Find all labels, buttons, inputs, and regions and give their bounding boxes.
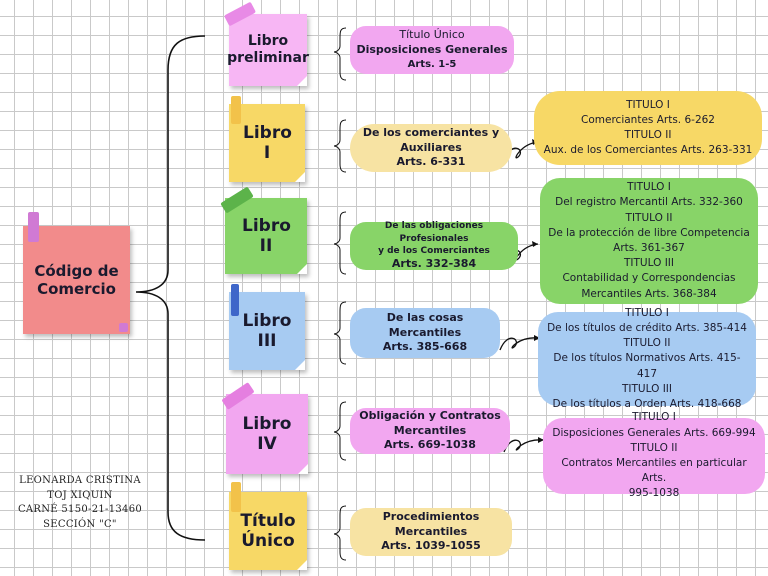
summary-5-line-0: Procedimientos: [382, 509, 480, 523]
detail-1-line-1: Del registro Mercantil Arts. 332-360: [555, 196, 743, 209]
detail-box-3: TITULO I Disposiciones Generales Arts. 6…: [543, 411, 765, 499]
book-label-2: Libro II: [242, 215, 291, 256]
detail-1-line-6: Contabilidad y Correspondencias: [562, 272, 736, 285]
bracket-3: [333, 301, 347, 365]
root-note: Código de Comercio: [23, 212, 130, 334]
arrow-3: [499, 337, 541, 351]
book-note-5: Título Único: [229, 482, 307, 570]
bracket-2: [333, 211, 347, 275]
book-fold-0: [297, 76, 307, 86]
summary-2-line-2: Arts. 332-384: [391, 256, 477, 270]
summary-pill-5: Procedimientos Mercantiles Arts. 1039-10…: [350, 508, 512, 556]
root-label: Código de Comercio: [34, 262, 119, 298]
detail-2-line-1: De los títulos de crédito Arts. 385-414: [547, 321, 747, 334]
root-brace: [135, 35, 206, 541]
author-line-2: CARNÉ 5150-21-13460: [17, 504, 143, 515]
book-note-4: Libro IV: [221, 382, 308, 474]
book-tape-3: [231, 284, 239, 316]
detail-0-line-3: Aux. de los Comerciantes Arts. 263-331: [543, 144, 753, 157]
detail-box-2: TITULO I De los títulos de crédito Arts.…: [538, 307, 756, 410]
summary-4-line-1: Mercantiles: [393, 423, 467, 437]
summary-2-line-1: y de los Comerciantes: [378, 245, 490, 256]
detail-1-line-0: TITULO I: [627, 181, 671, 194]
book-fold-5: [297, 560, 307, 570]
summary-1-line-1: Auxiliares: [400, 140, 462, 154]
detail-3-line-0: TITULO I: [632, 411, 676, 424]
detail-0-line-1: Comerciantes Arts. 6-262: [581, 113, 715, 126]
author-line-1: TOJ XIQUIN: [47, 489, 113, 501]
book-tape-1: [231, 96, 241, 124]
arrow-4: [503, 439, 545, 453]
detail-2-line-2: TITULO II: [623, 337, 671, 350]
book-note-3: Libro III: [229, 284, 305, 370]
book-label-0: Libro preliminar: [227, 33, 309, 66]
bracket-5: [333, 505, 347, 561]
summary-3-line-1: Mercantiles: [388, 325, 462, 339]
root-corner-tape: [119, 323, 128, 332]
detail-3-line-3: Contratos Mercantiles en particular Arts…: [561, 457, 747, 485]
author-line-0: LEONARDA CRISTINA: [19, 475, 141, 486]
detail-2-line-5: De los títulos a Orden Arts. 418-668: [552, 398, 742, 411]
book-label-4: Libro IV: [242, 413, 292, 454]
summary-5-line-1: Mercantiles: [394, 524, 468, 538]
author-block: LEONARDA CRISTINA TOJ XIQUIN CARNÉ 5150-…: [14, 474, 146, 532]
book-note-0: Libro preliminar: [223, 1, 309, 86]
arrowhead-4: [538, 437, 544, 443]
summary-2-line-0: De las obligaciones Profesionales: [384, 221, 484, 244]
summary-pill-3: De las cosas Mercantiles Arts. 385-668: [350, 308, 500, 358]
summary-0-line-0: Título Único: [399, 28, 465, 42]
summary-1-line-0: De los comerciantes y: [362, 125, 500, 139]
detail-box-1: TITULO I Del registro Mercantil Arts. 33…: [540, 178, 758, 304]
book-fold-2: [297, 264, 307, 274]
summary-pill-2: De las obligaciones Profesionales y de l…: [350, 221, 518, 270]
detail-0-line-2: TITULO II: [624, 129, 672, 141]
detail-2-line-0: TITULO I: [625, 306, 669, 319]
book-label-3: Libro III: [242, 310, 292, 351]
summary-0-line-1: Disposiciones Generales: [356, 43, 508, 57]
summary-1-line-2: Arts. 6-331: [396, 155, 466, 169]
summary-pill-0: Título Único Disposiciones Generales Art…: [350, 26, 514, 74]
book-fold-4: [298, 464, 308, 474]
root-tape: [28, 212, 39, 242]
bracket-1: [333, 119, 347, 173]
summary-3-line-0: De las cosas: [386, 310, 464, 324]
author-line-3: SECCIÓN "C": [43, 518, 117, 530]
bracket-4: [333, 401, 347, 461]
summary-4-line-0: Obligación y Contratos: [359, 408, 501, 422]
book-label-5: Título Único: [240, 510, 296, 551]
detail-box-0: TITULO I Comerciantes Arts. 6-262 TITULO…: [534, 91, 762, 165]
summary-0-line-2: Arts. 1-5: [407, 59, 457, 71]
detail-3-line-2: TITULO II: [630, 441, 678, 454]
book-fold-3: [295, 360, 305, 370]
summary-pill-4: Obligación y Contratos Mercantiles Arts.…: [350, 408, 510, 454]
arrowhead-2: [532, 241, 538, 247]
detail-2-line-4: TITULO III: [622, 382, 672, 395]
detail-0-line-0: TITULO I: [626, 98, 670, 111]
book-note-1: Libro I: [229, 96, 305, 182]
book-label-1: Libro I: [243, 122, 292, 163]
detail-1-line-7: Mercantiles Arts. 368-384: [581, 287, 717, 300]
arrowhead-3: [534, 335, 540, 341]
summary-pill-1: De los comerciantes y Auxiliares Arts. 6…: [350, 124, 512, 172]
summary-5-line-2: Arts. 1039-1055: [381, 539, 481, 553]
detail-1-line-5: TITULO III: [624, 257, 674, 270]
detail-3-line-4: 995-1038: [628, 487, 680, 500]
detail-3-line-1: Disposiciones Generales Arts. 669-994: [552, 426, 756, 439]
detail-1-line-4: Arts. 361-367: [613, 242, 685, 254]
summary-4-line-2: Arts. 669-1038: [384, 438, 476, 452]
summary-3-line-2: Arts. 385-668: [382, 340, 468, 354]
bracket-0: [333, 27, 347, 81]
detail-1-line-2: TITULO II: [625, 211, 673, 224]
book-note-2: Libro II: [220, 186, 307, 274]
book-fold-1: [295, 172, 305, 182]
detail-2-line-3: De los títulos Normativos Arts. 415-417: [553, 352, 741, 380]
detail-1-line-3: De la protección de libre Competencia: [548, 226, 750, 239]
book-tape-5: [231, 482, 241, 512]
